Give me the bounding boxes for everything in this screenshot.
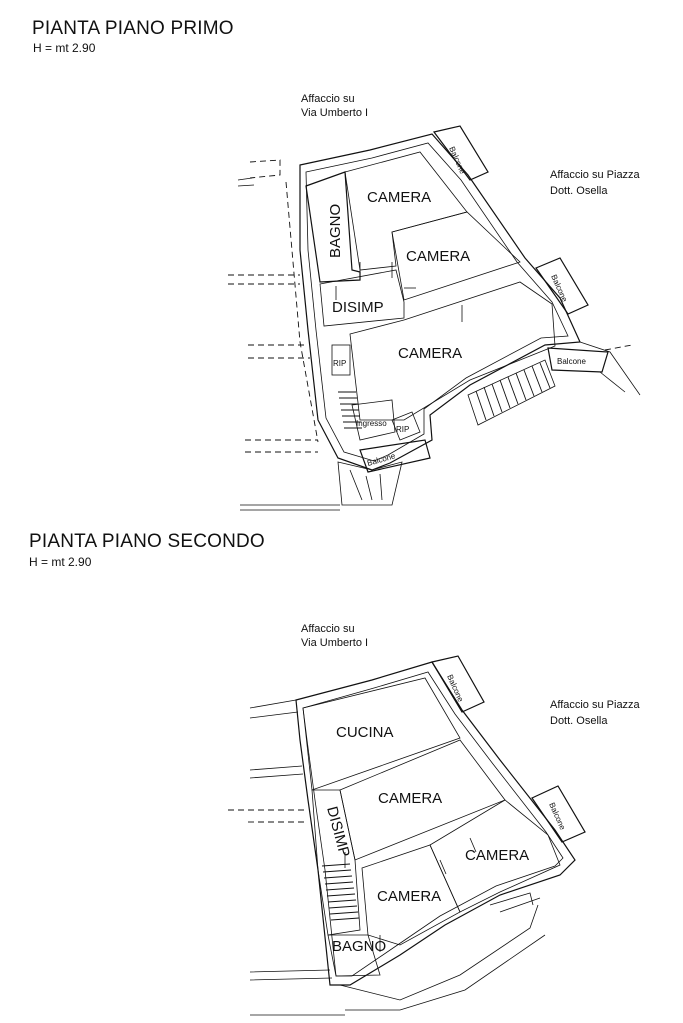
second-floor-camera-3-walls bbox=[361, 844, 461, 946]
first-floor-street-note-1: Affaccio su bbox=[301, 93, 355, 105]
second-floor-balcony-right-label: Balcone bbox=[547, 801, 567, 832]
first-floor-lower-stair bbox=[337, 461, 403, 506]
first-floor-camera-2-walls bbox=[391, 211, 521, 301]
second-floor-disimp-label: DISIMP bbox=[323, 805, 353, 859]
second-floor-cucina-label: CUCINA bbox=[336, 724, 394, 741]
first-floor-balcony-top bbox=[432, 125, 489, 181]
first-floor-camera-2-label: CAMERA bbox=[406, 248, 470, 265]
second-floor-balcony-right bbox=[531, 785, 586, 843]
first-floor-camera-3-label: CAMERA bbox=[398, 345, 462, 362]
first-floor-camera-1-label: CAMERA bbox=[367, 189, 431, 206]
first-floor-square-note-2: Dott. Osella bbox=[550, 185, 608, 197]
second-floor-height: H = mt 2.90 bbox=[29, 555, 92, 569]
second-floor-cucina-walls bbox=[302, 677, 461, 791]
first-floor-adjacent-structures bbox=[228, 159, 641, 511]
first-floor-balcony-right bbox=[535, 257, 589, 315]
first-floor-ingresso-label: Ingresso bbox=[356, 419, 387, 428]
first-floor-square-note-1: Affaccio su Piazza bbox=[550, 169, 641, 181]
second-floor-adjacent-structures bbox=[228, 699, 546, 1016]
second-floor-camera-1-label: CAMERA bbox=[378, 790, 442, 807]
first-floor-balcony-mid bbox=[547, 347, 609, 373]
first-floor-bagno-label: BAGNO bbox=[327, 204, 344, 258]
first-floor-title: PIANTA PIANO PRIMO bbox=[32, 18, 234, 39]
first-floor-street-note-2: Via Umberto I bbox=[301, 107, 368, 119]
second-floor-square-note-1: Affaccio su Piazza bbox=[550, 699, 641, 711]
first-floor-rip-1-label: RIP bbox=[333, 359, 346, 368]
second-floor-bagno-label: BAGNO bbox=[332, 938, 386, 955]
first-floor-disimp-walls bbox=[319, 269, 405, 327]
first-floor-balcony-bottom-label: Balcone bbox=[366, 451, 397, 468]
first-floor-outer-wall bbox=[299, 133, 581, 471]
second-floor-title: PIANTA PIANO SECONDO bbox=[29, 531, 265, 552]
first-floor-height: H = mt 2.90 bbox=[33, 41, 96, 55]
second-floor-plan bbox=[228, 655, 586, 1016]
second-floor-camera-3-label: CAMERA bbox=[377, 888, 441, 905]
second-floor-inner-wall bbox=[302, 671, 564, 977]
first-floor-balcony-bottom bbox=[359, 439, 431, 473]
first-floor-disimp-label: DISIMP bbox=[332, 299, 384, 316]
first-floor-door-ticks bbox=[335, 262, 463, 322]
second-floor-camera-2-label: CAMERA bbox=[465, 847, 529, 864]
first-floor-inner-stair bbox=[338, 391, 362, 429]
second-floor-outer-wall bbox=[295, 661, 576, 986]
first-floor-inner-wall bbox=[305, 142, 569, 462]
second-floor-square-note-2: Dott. Osella bbox=[550, 715, 608, 727]
first-floor-rip-1-walls bbox=[331, 344, 351, 376]
first-floor-rip-2-walls bbox=[391, 411, 421, 441]
first-floor-rip-2-label: RIP bbox=[396, 425, 409, 434]
second-floor-bagno-walls bbox=[327, 934, 381, 977]
first-floor-plan bbox=[228, 125, 641, 511]
first-floor-balcony-top-label: Balcone bbox=[447, 145, 467, 176]
first-floor-camera-3-walls bbox=[349, 281, 556, 421]
first-floor-balcony-mid-label: Balcone bbox=[557, 357, 586, 366]
first-floor-exterior-stair-treads bbox=[475, 362, 551, 421]
second-floor-disimp-walls bbox=[311, 789, 361, 936]
first-floor-labels: Affaccio su Via Umberto I Affaccio su Pi… bbox=[301, 93, 641, 468]
first-floor-exterior-stair-outline bbox=[467, 359, 556, 426]
second-floor-balcony-top bbox=[431, 655, 485, 713]
second-floor-street-note-1: Affaccio su bbox=[301, 623, 355, 635]
second-floor-street-note-2: Via Umberto I bbox=[301, 637, 368, 649]
second-floor-door-ticks bbox=[344, 837, 477, 952]
second-floor-labels: Affaccio su Via Umberto I Affaccio su Pi… bbox=[301, 623, 641, 955]
